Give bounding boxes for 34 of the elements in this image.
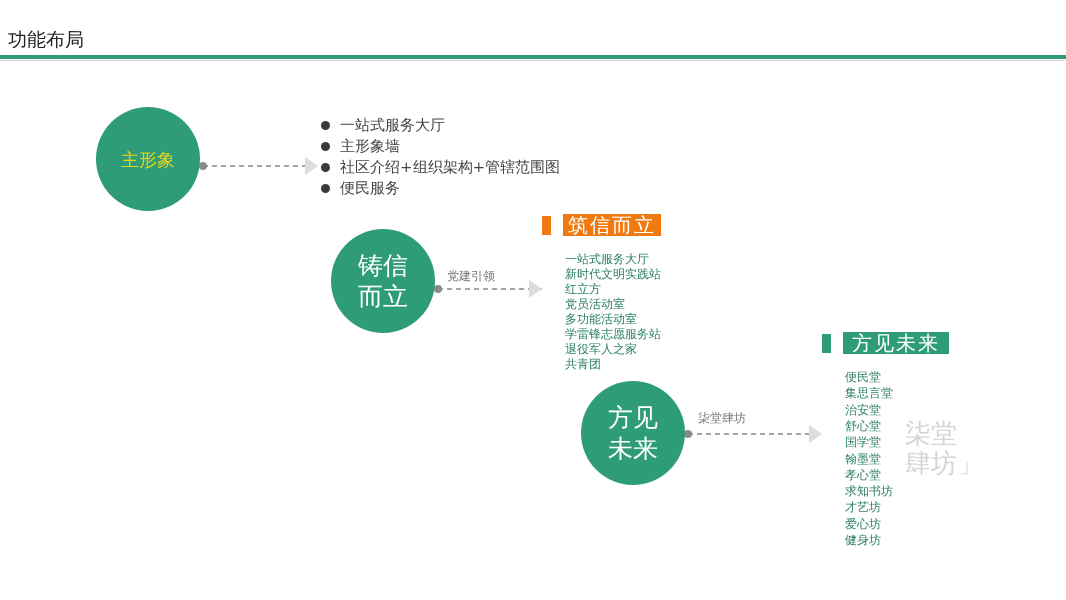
list-item: 一站式服务大厅 [340, 115, 445, 135]
list-item: 治安堂 [845, 402, 881, 418]
circle-node: 主形象 [96, 107, 200, 211]
list-item: 爱心坊 [845, 516, 881, 532]
list-item: 翰墨堂 [845, 451, 881, 467]
arrow [684, 425, 823, 443]
list-item: 求知书坊 [845, 484, 893, 500]
list-item: 学雷锋志愿服务站 [565, 327, 661, 342]
arrow [434, 280, 543, 298]
section-heading: 方见未来 [843, 332, 949, 354]
list-item: 党员活动室 [565, 297, 625, 312]
list-item: 孝心堂 [845, 467, 881, 483]
circle-node: 铸信而立 [331, 229, 435, 333]
page-title: 功能布局 [8, 27, 84, 52]
list-item: 退役军人之家 [565, 342, 637, 357]
list-item: 国学堂 [845, 435, 881, 451]
list-item: 便民堂 [845, 370, 881, 385]
list-item: 主形象墙 [340, 136, 400, 156]
arrow [199, 157, 319, 175]
list-item: 社区介绍+组织架构+管辖范围图 [340, 157, 561, 177]
circle-node: 方见未来 [581, 381, 685, 485]
list-item: 才艺坊 [845, 500, 881, 516]
edge-label: 党建引领 [447, 268, 495, 285]
list-item: 新时代文明实践站 [565, 267, 661, 282]
section-heading: 筑信而立 [563, 214, 661, 236]
list-item: 一站式服务大厅 [565, 252, 649, 267]
list-item: 健身坊 [845, 533, 881, 548]
list-item: 舒心堂 [845, 418, 881, 434]
list-item: 多功能活动室 [565, 312, 637, 327]
list-item: 便民服务 [340, 178, 400, 198]
list-item: 集思言堂 [845, 386, 893, 402]
list-item: 红立方 [565, 282, 601, 297]
list-item: 共青团 [565, 357, 601, 372]
edge-label: 柒堂肆坊 [698, 410, 746, 427]
